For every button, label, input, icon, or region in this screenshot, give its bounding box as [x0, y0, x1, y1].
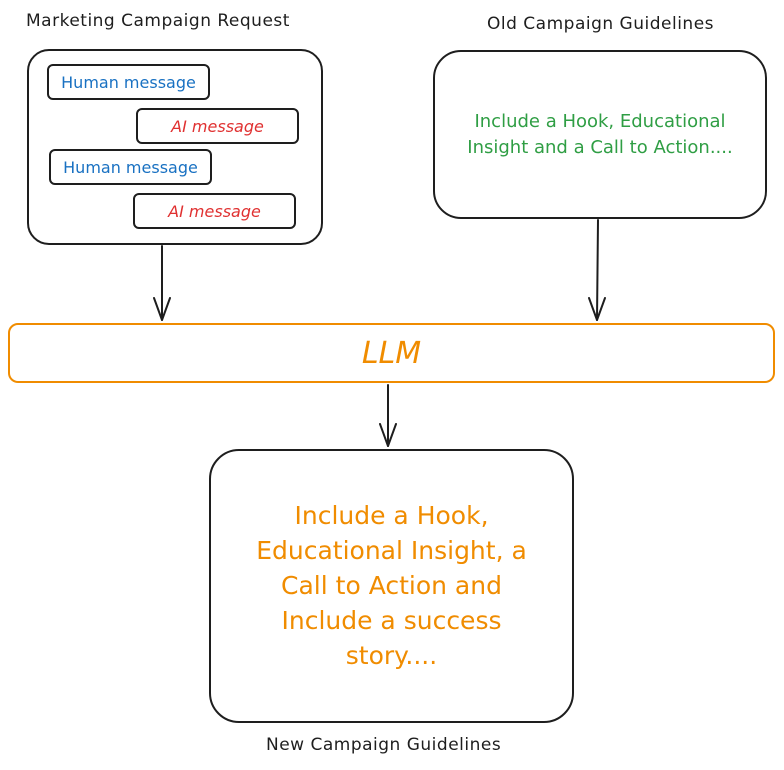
old-guidelines-line-2: Insight and a Call to Action....	[467, 137, 733, 158]
ai-message-1: AI message	[136, 108, 299, 144]
marketing-request-label: Marketing Campaign Request	[26, 11, 290, 31]
human-message-2: Human message	[49, 149, 212, 185]
new-guidelines-line-2: Educational Insight, a	[256, 536, 527, 565]
old-guidelines-box	[433, 50, 767, 219]
ai-message-2: AI message	[133, 193, 296, 229]
arrow-old-guidelines-to-llm	[588, 219, 606, 321]
new-guidelines-label: New Campaign Guidelines	[266, 735, 502, 755]
new-guidelines-text: Include a Hook, Educational Insight, a C…	[209, 498, 574, 673]
new-guidelines-line-4: Include a success	[281, 606, 502, 635]
old-guidelines-text: Include a Hook, Educational Insight and …	[433, 109, 767, 161]
llm-bar: LLM	[8, 323, 775, 383]
arrow-llm-to-new-guidelines	[379, 384, 397, 447]
arrow-conversation-to-llm	[153, 245, 171, 321]
new-guidelines-line-1: Include a Hook,	[294, 501, 489, 530]
human-message-1: Human message	[47, 64, 210, 100]
new-guidelines-line-3: Call to Action and	[281, 571, 502, 600]
old-guidelines-label: Old Campaign Guidelines	[487, 14, 715, 34]
old-guidelines-line-1: Include a Hook, Educational	[474, 111, 726, 132]
new-guidelines-box	[209, 449, 574, 723]
new-guidelines-line-5: story....	[345, 641, 438, 670]
